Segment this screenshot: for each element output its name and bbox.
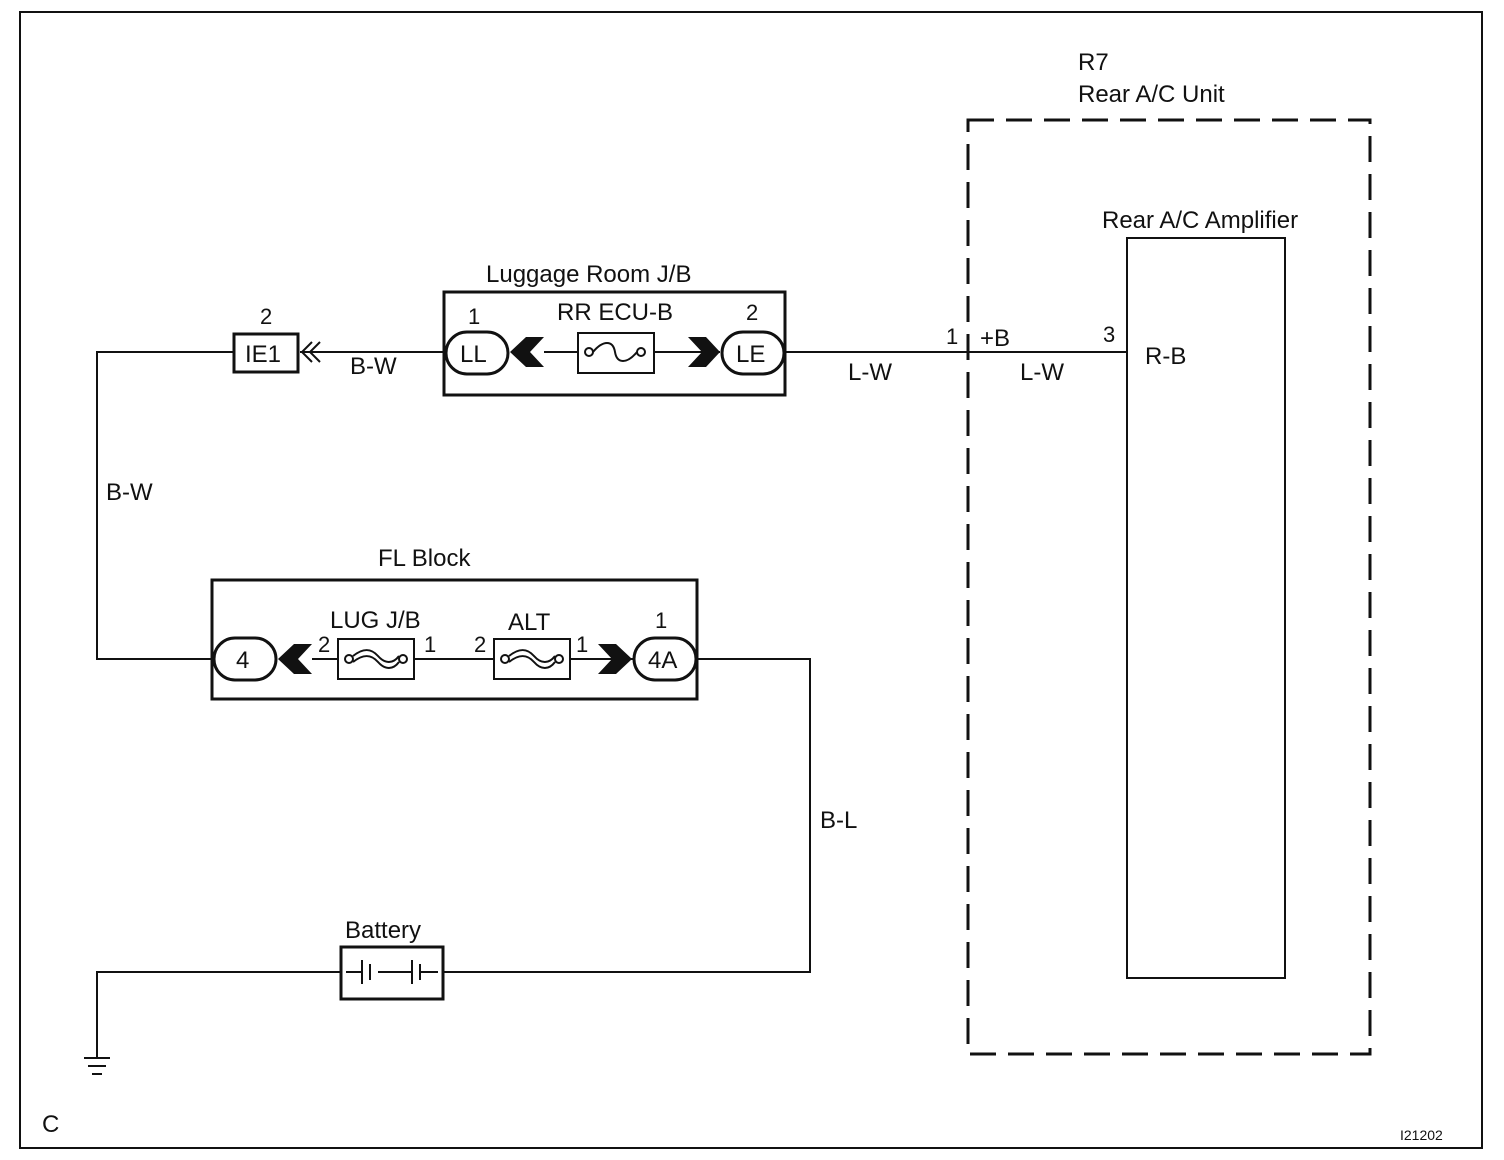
rear-ac-amplifier: Rear A/C Amplifier 3 R-B [1102,207,1298,979]
rear-ac-unit-pin: 1 [946,324,958,349]
fl-connector-4a-pin: 1 [655,608,667,633]
rear-ac-amplifier-pin: 3 [1103,322,1115,347]
lug-jb-pin-left: 2 [318,632,330,657]
wire-color-ie1-ll: B-W [350,353,397,380]
diagram-frame [19,11,1483,1149]
fl-right-arrow-icon [598,644,632,674]
lug-jb-fusible-link-icon [352,649,400,669]
alt-fusible-link-icon [508,649,556,669]
rear-ac-unit: R7 Rear A/C Unit 1 +B [946,49,1372,1056]
alt-fuse-end-left [500,654,510,664]
rear-ac-unit-connector-id: R7 [1078,49,1109,76]
le-pin: 2 [746,300,758,325]
ie1-id: IE1 [245,341,281,368]
ll-connector [444,330,510,376]
rr-ecu-b-fuse-end-right [636,347,646,357]
ie1-chevron-icon [300,341,321,363]
wires: B-W L-W L-W B-W B-L [96,351,1127,1058]
ie1-connector: IE1 2 [232,304,321,374]
ground-symbol-icon [84,1057,110,1075]
luggage-room-jb-name: Luggage Room J/B [486,261,691,288]
rear-ac-unit-terminal-label: +B [980,325,1010,352]
fl-connector-4 [212,636,278,682]
wire-ie1-to-fl-block [96,351,234,660]
fl-connector-4a [632,636,698,682]
rear-ac-unit-outline [966,118,1372,1056]
wire-color-ie1-fl: B-W [106,479,153,506]
figure-id: I21202 [1400,1127,1443,1143]
battery-name: Battery [345,917,421,944]
ll-connector-label: LL [460,341,487,368]
fl-block-name: FL Block [378,545,471,572]
ll-arrow-icon [510,337,544,367]
fl-connector-4-label: 4 [236,647,249,674]
rear-ac-amplifier-name: Rear A/C Amplifier [1102,207,1298,234]
fl-block-box [210,578,699,701]
fl-connector-4a-label: 4A [648,647,677,674]
rr-ecu-b-fuse-end-left [584,347,594,357]
rr-ecu-b-fuse-element-icon [592,342,638,362]
lug-jb-fuse-end-right [398,654,408,664]
rear-ac-unit-name: Rear A/C Unit [1078,81,1225,108]
fl-block: FL Block 4 LUG J/B 2 1 ALT 2 1 4A 1 [210,545,699,701]
wire-battery-to-ground [96,971,341,1058]
le-connector [720,330,786,376]
ll-pin: 1 [468,304,480,329]
wire-color-fl-battery: B-L [820,807,857,834]
alt-fuse-end-right [554,654,564,664]
rear-ac-amplifier-box [1126,237,1286,979]
battery: Battery [339,917,445,1001]
lug-jb-fuse-end-left [344,654,354,664]
rr-ecu-b-fuse-name: RR ECU-B [557,299,673,326]
lug-jb-fuse-name: LUG J/B [330,607,421,634]
alt-fuse-name: ALT [508,609,551,636]
battery-symbol-icon [346,960,438,984]
le-connector-label: LE [736,341,765,368]
corner-label: C [42,1111,59,1138]
ie1-box [232,332,300,374]
le-arrow-icon [688,337,720,367]
alt-pin-left: 2 [474,632,486,657]
wire-color-unit-amp: L-W [1020,359,1064,386]
lug-jb-pin-right: 1 [424,632,436,657]
fl-left-arrow-icon [278,644,312,674]
ie1-pin: 2 [260,304,272,329]
wire-fl-block-to-battery [443,658,811,973]
luggage-room-jb: Luggage Room J/B LL 1 RR ECU-B LE 2 [442,261,787,397]
rear-ac-amplifier-terminal-label: R-B [1145,343,1186,370]
wire-color-le-unit: L-W [848,359,892,386]
alt-pin-right: 1 [576,632,588,657]
